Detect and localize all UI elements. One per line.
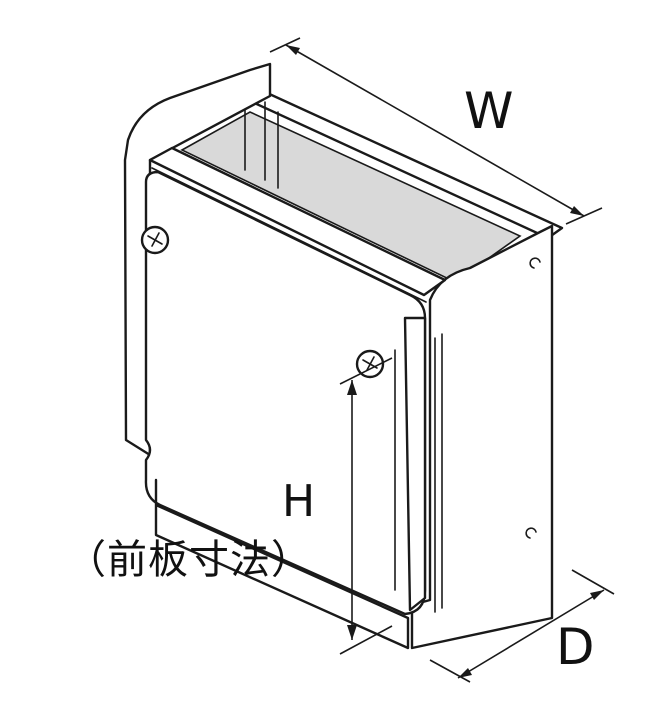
- width-dimension: [269, 37, 603, 225]
- screw-left-icon: [140, 225, 170, 255]
- inner-back-wall: [180, 111, 522, 283]
- front-top-rail: [148, 146, 447, 297]
- depth-dimension: [429, 569, 615, 683]
- side-hole-bottom-icon: [525, 527, 537, 539]
- depth-label: D: [556, 618, 595, 676]
- front-plate-flange: [403, 316, 427, 612]
- height-label: H: [282, 476, 316, 527]
- width-label: W: [464, 82, 514, 140]
- height-dimension: [339, 357, 393, 655]
- front-plate-dimension-note: （前板寸法）: [66, 537, 312, 583]
- front-plate: [144, 170, 427, 616]
- side-hole-top-icon: [529, 257, 541, 269]
- right-side-panel: [410, 224, 554, 650]
- screw-right-icon: [355, 349, 385, 379]
